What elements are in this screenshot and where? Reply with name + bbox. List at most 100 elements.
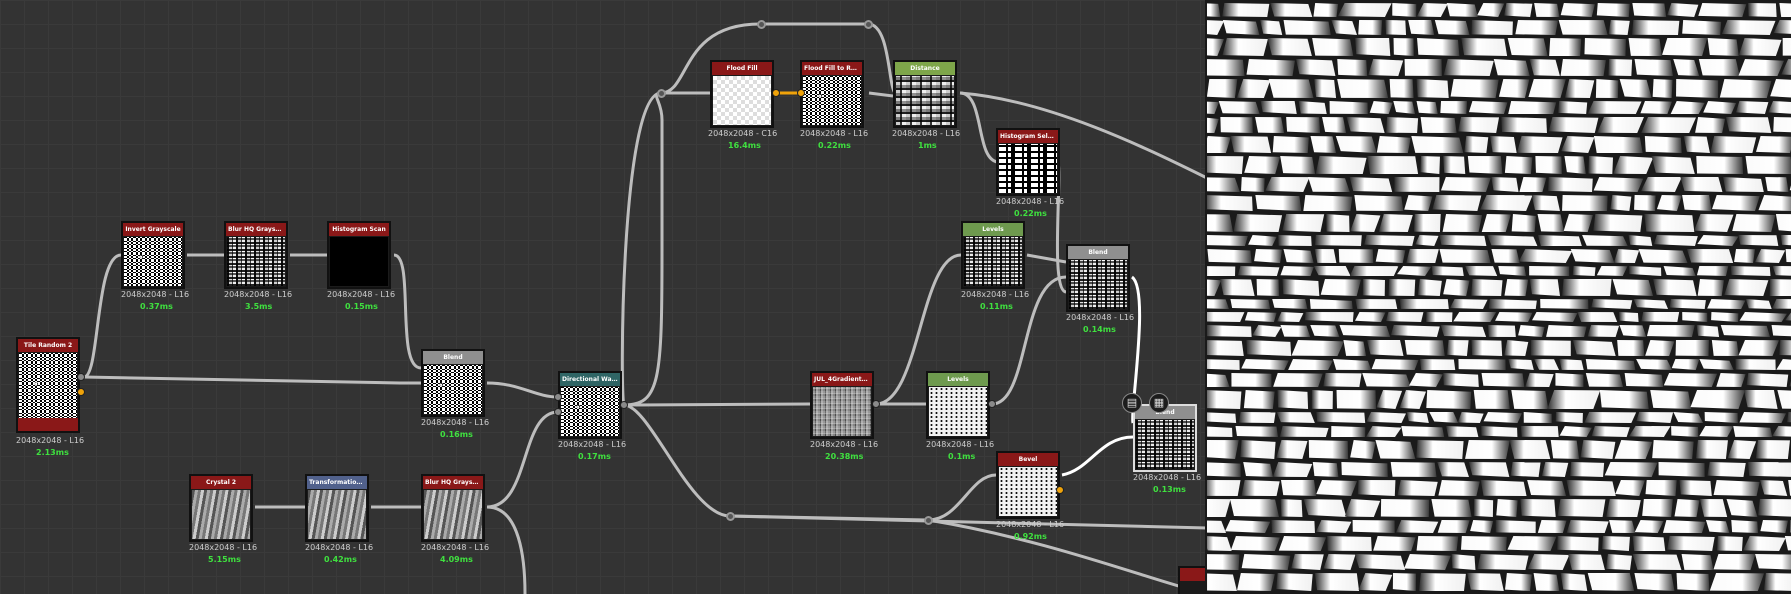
stone-brick	[1260, 101, 1297, 114]
stone-brick	[1732, 214, 1776, 232]
output-port[interactable]	[77, 388, 85, 396]
reroute-dot[interactable]	[924, 516, 933, 525]
stone-brick	[1207, 59, 1245, 76]
reroute-dot[interactable]	[657, 89, 666, 98]
node-thumbnail	[1069, 260, 1127, 309]
stone-brick	[1777, 390, 1791, 409]
stone-brick	[1547, 390, 1601, 409]
node-title: Blur HQ Grayscale	[423, 476, 483, 489]
stone-brick	[1775, 214, 1791, 232]
stone-brick	[1624, 373, 1664, 387]
preview-2d-view[interactable]	[1207, 0, 1791, 594]
wire	[620, 91, 662, 407]
node-directional-warp[interactable]: Directional Warp	[558, 371, 622, 439]
stone-brick	[1663, 373, 1718, 387]
stone-brick	[1504, 340, 1529, 356]
stone-brick	[1248, 235, 1277, 246]
stone-brick	[1663, 266, 1696, 276]
stone-brick	[1355, 312, 1386, 322]
stone-brick	[1207, 426, 1233, 437]
node-blend[interactable]: Blend	[1066, 244, 1130, 312]
node-flood-fill-to-random[interactable]: Flood Fill to Random Gr...	[800, 60, 864, 128]
stone-brick	[1638, 249, 1688, 263]
stone-brick	[1787, 412, 1791, 423]
stone-brick	[1272, 462, 1313, 477]
stone-brick	[1507, 536, 1557, 551]
stone-brick	[1464, 136, 1489, 153]
node-title: Histogram Select	[998, 130, 1058, 143]
node-levels[interactable]: Levels	[926, 371, 990, 439]
node-partial[interactable]	[1178, 566, 1207, 594]
output-port[interactable]	[77, 373, 85, 381]
stone-brick	[1207, 462, 1241, 477]
reroute-dot[interactable]	[726, 512, 735, 521]
node-histogram-scan[interactable]: Histogram Scan	[327, 221, 391, 289]
stone-brick	[1481, 373, 1525, 387]
node-invert-grayscale[interactable]: Invert Grayscale	[121, 221, 185, 289]
document-icon[interactable]: ▤	[1122, 393, 1142, 413]
stone-brick	[1681, 554, 1714, 570]
node-resolution: 2048x2048 - L16	[810, 440, 879, 449]
input-port[interactable]	[554, 408, 562, 416]
output-port[interactable]	[872, 400, 880, 408]
stone-brick	[1559, 426, 1592, 437]
stone-brick	[1618, 312, 1639, 322]
node-histogram-select[interactable]: Histogram Select	[996, 128, 1060, 196]
node-flood-fill[interactable]: Flood Fill	[710, 60, 774, 128]
reroute-dot[interactable]	[864, 20, 873, 29]
output-port[interactable]	[772, 89, 780, 97]
stone-brick	[1396, 520, 1439, 533]
node-title: Levels	[963, 223, 1023, 236]
input-port[interactable]	[554, 393, 562, 401]
stone-brick	[1280, 325, 1311, 337]
output-port[interactable]	[988, 400, 996, 408]
node-distance[interactable]: Distance	[893, 60, 957, 128]
checker-icon[interactable]: ▦	[1149, 393, 1169, 413]
output-port[interactable]	[620, 401, 628, 409]
stone-brick	[1404, 59, 1442, 76]
stone-brick	[1241, 359, 1289, 370]
graph-canvas[interactable]: Tile Random 2 2048x2048 - L16 2.13ms Inv…	[0, 0, 1207, 594]
node-resolution: 2048x2048 - L16	[121, 290, 190, 299]
stone-brick	[1608, 20, 1630, 35]
stone-brick	[1207, 340, 1244, 356]
node-blend[interactable]: Blend	[1133, 404, 1197, 472]
stone-brick	[1632, 3, 1667, 17]
node-blur-hq-grayscale[interactable]: Blur HQ Grayscale	[421, 474, 485, 542]
stone-brick	[1779, 3, 1791, 17]
stone-brick	[1537, 520, 1567, 533]
stone-brick	[1593, 214, 1643, 232]
stone-brick	[1385, 20, 1407, 35]
wire	[486, 381, 559, 399]
stone-brick	[1519, 177, 1547, 192]
node-transformation-2d[interactable]: Transformation 2D	[305, 474, 369, 542]
stone-brick	[1676, 79, 1719, 98]
output-port[interactable]	[1056, 486, 1064, 494]
stone-brick	[1529, 59, 1560, 76]
stone-brick	[1758, 195, 1791, 211]
stone-brick	[1520, 499, 1556, 517]
stone-brick	[1243, 390, 1275, 409]
stone-brick	[1788, 480, 1791, 496]
node-tile-random-2[interactable]: Tile Random 2	[16, 337, 80, 433]
stone-brick	[1283, 20, 1331, 35]
node-blur-hq-grayscale[interactable]: Blur HQ Grayscale	[224, 221, 288, 289]
input-port[interactable]	[797, 89, 805, 97]
stone-brick	[1770, 79, 1791, 98]
reroute-dot[interactable]	[757, 20, 766, 29]
node-crystal-2[interactable]: Crystal 2	[189, 474, 253, 542]
stone-brick	[1713, 554, 1756, 570]
stone-brick	[1233, 214, 1283, 232]
stone-brick	[1650, 390, 1692, 409]
panel-divider[interactable]	[1205, 0, 1208, 594]
stone-brick	[1207, 359, 1240, 370]
stone-brick	[1329, 101, 1368, 114]
node-thumbnail	[124, 237, 182, 286]
stone-brick	[1695, 117, 1726, 133]
wire	[991, 275, 1067, 406]
node-levels[interactable]: Levels	[961, 221, 1025, 289]
node-bevel[interactable]: Bevel	[996, 451, 1060, 519]
stone-brick	[1207, 480, 1241, 496]
node-blend[interactable]: Blend	[421, 349, 485, 417]
